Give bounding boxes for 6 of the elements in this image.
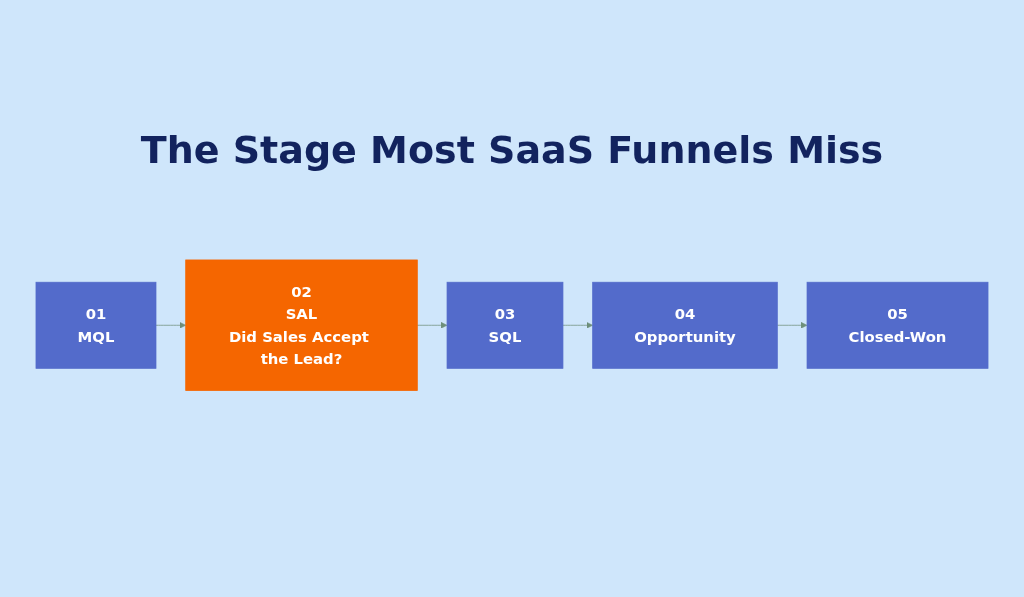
node-box: 04 Opportunity xyxy=(592,281,778,369)
node-box: 05 Closed-Won xyxy=(806,281,989,369)
node-box: 03 SQL xyxy=(446,281,564,369)
node-box: 02 SAL Did Sales Accept the Lead? xyxy=(185,259,418,391)
title: The Stage Most SaaS Funnels Miss xyxy=(139,128,885,172)
node-box: 01 MQL xyxy=(35,281,157,369)
